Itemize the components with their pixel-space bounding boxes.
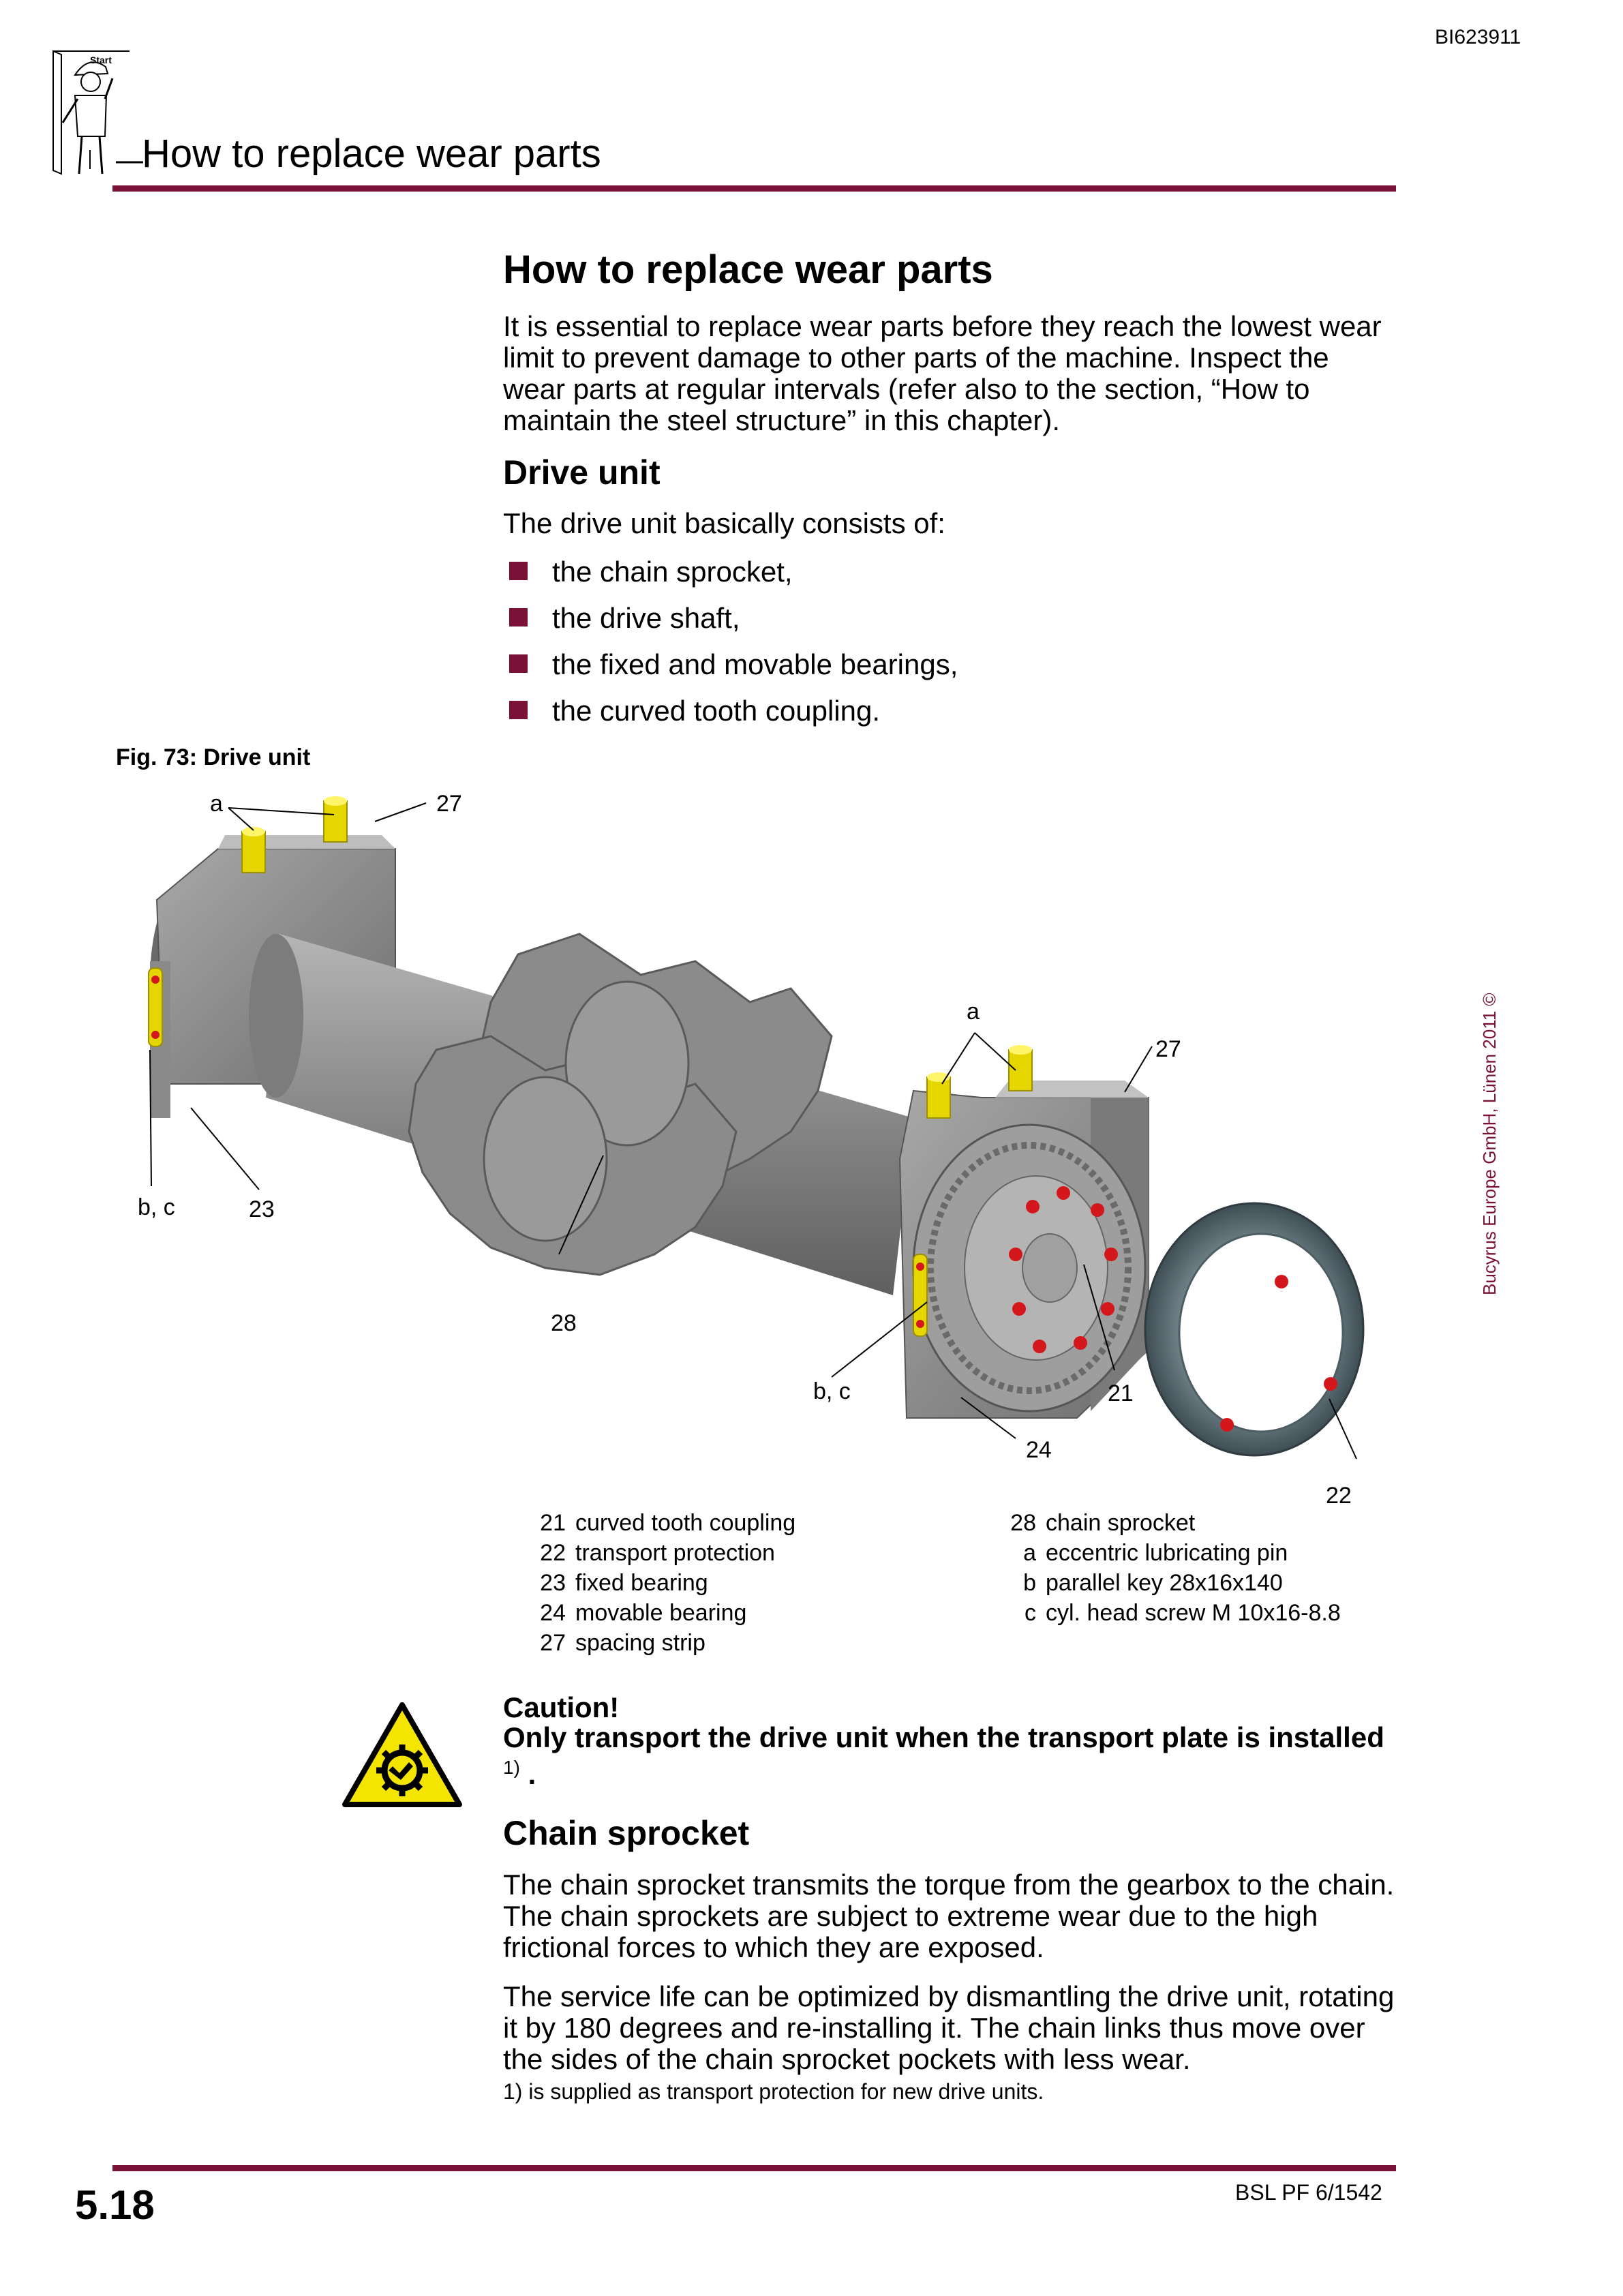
drive-unit-illustration <box>148 796 1365 1460</box>
caution-warning-icon <box>342 1702 462 1807</box>
bullet-square-icon <box>509 654 528 673</box>
callout-24: 24 <box>1026 1437 1052 1463</box>
caution-title: Caution! <box>503 1691 620 1723</box>
callout-a-top: a <box>210 791 223 817</box>
page-number: 5.18 <box>75 2182 155 2228</box>
lube-pin-left-2 <box>323 796 348 843</box>
callout-bc-left: b, c <box>138 1194 175 1220</box>
chain-sprocket-paragraph-2: The service life can be optimized by dis… <box>503 1980 1395 2075</box>
header-rule <box>112 185 1396 192</box>
callout-28: 28 <box>551 1310 577 1336</box>
curved-tooth-coupling <box>912 1123 1147 1413</box>
callout-23: 23 <box>249 1196 275 1222</box>
list-item: the chain sprocket, <box>503 549 958 595</box>
callout-bc-right: b, c <box>813 1378 851 1404</box>
figure-caption: Fig. 73: Drive unit <box>116 744 311 770</box>
caution-block: Caution! Only transport the drive unit w… <box>503 1693 1396 1789</box>
callout-27-right: 27 <box>1155 1036 1181 1062</box>
list-item: the fixed and movable bearings, <box>503 641 958 688</box>
drive-unit-lead: The drive unit basically consists of: <box>503 507 945 539</box>
lube-pin-left-1 <box>241 827 266 873</box>
callout-lines <box>149 802 1357 1460</box>
parallel-key-right <box>913 1254 928 1337</box>
header-title: How to replace wear parts <box>142 132 601 176</box>
callout-22: 22 <box>1326 1483 1352 1509</box>
chain-sprocket <box>408 933 833 1276</box>
lube-pin-right-2 <box>1008 1045 1033 1091</box>
drive-unit-figure: a 27 b, c 23 28 a 27 b, c 21 24 22 <box>109 777 1391 1520</box>
parallel-key-left <box>148 967 163 1047</box>
drive-unit-heading: Drive unit <box>503 453 661 492</box>
list-item: the drive shaft, <box>503 595 958 641</box>
coupling-screws <box>1009 1186 1118 1353</box>
chain-sprocket-paragraph-1: The chain sprocket transmits the torque … <box>503 1869 1395 1963</box>
footnote: 1) is supplied as transport protection f… <box>503 2079 1044 2104</box>
callout-a-right: a <box>967 999 980 1025</box>
logo-start-text: Start <box>90 55 112 65</box>
document-reference: BSL PF 6/1542 <box>1235 2180 1382 2205</box>
chain-sprocket-heading: Chain sprocket <box>503 1814 750 1852</box>
start-worker-logo: Start <box>52 50 143 175</box>
copyright-notice: Bucyrus Europe GmbH, Lünen 2011 © <box>1479 993 1500 1295</box>
list-item: the curved tooth coupling. <box>503 688 958 734</box>
bullet-square-icon <box>509 608 528 626</box>
callout-21: 21 <box>1108 1380 1134 1406</box>
caution-text: Only transport the drive unit when the t… <box>503 1721 1384 1790</box>
bullet-square-icon <box>509 701 528 719</box>
bullet-square-icon <box>509 562 528 580</box>
intro-paragraph: It is essential to replace wear parts be… <box>503 310 1382 436</box>
footer-rule <box>112 2165 1396 2171</box>
transport-protection-ring <box>1144 1202 1365 1457</box>
drive-unit-list: the chain sprocket, the drive shaft, the… <box>503 549 958 734</box>
document-id: BI623911 <box>1435 26 1521 48</box>
section-title: How to replace wear parts <box>503 247 993 292</box>
footnote-ref: 1) <box>503 1757 520 1778</box>
callout-27-top: 27 <box>436 791 462 817</box>
lube-pin-right-1 <box>926 1072 951 1119</box>
